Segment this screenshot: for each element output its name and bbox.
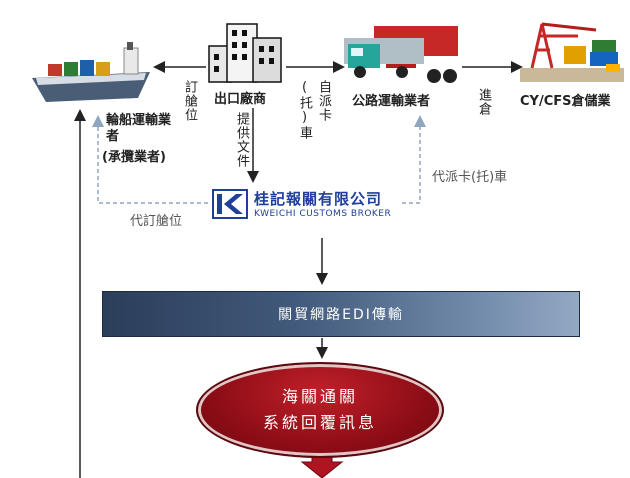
trucks-icon: [344, 26, 458, 83]
ship-operator-label: 輪船運輸業者: [106, 113, 172, 144]
edge-proxy-booking-label: 代訂艙位: [130, 214, 183, 229]
ship-operator-note: (承攬業者): [102, 150, 166, 165]
edge-proxy-dispatch-label: 代派卡(托)車: [432, 170, 508, 185]
customs-reply-ellipse: 海關通關 系統回覆訊息: [196, 362, 444, 458]
broker-logo-icon: [212, 189, 248, 219]
trucking-label: 公路運輸業者: [352, 94, 431, 109]
customs-reply-line1: 海關通關: [281, 387, 358, 406]
edge-book-space-label: 訂艙位: [182, 80, 197, 122]
factory-buildings-icon: [208, 23, 282, 83]
customs-reply-line2: 系統回覆訊息: [262, 413, 377, 432]
dashed-broker-to-trucking: [402, 115, 426, 204]
edge-enter-warehouse-label: 進倉: [476, 88, 491, 116]
broker-name-en: KWEICHI CUSTOMS BROKER: [254, 209, 392, 219]
edi-transmission-bar: 關貿網路EDI傳輸: [102, 291, 580, 337]
broker-name-zh: 桂記報關有限公司: [254, 190, 383, 208]
warehouse-label: CY/CFS倉儲業: [520, 94, 611, 109]
dashed-broker-to-ship: [92, 115, 208, 204]
cargo-ship-icon: [32, 42, 150, 102]
edge-self-dispatch-label: 自派卡(托)車: [297, 80, 331, 140]
edge-submit-docs-label: 提供文件: [234, 112, 249, 168]
port-crane-icon: [520, 22, 624, 82]
exporter-label: 出口廠商: [214, 92, 267, 107]
